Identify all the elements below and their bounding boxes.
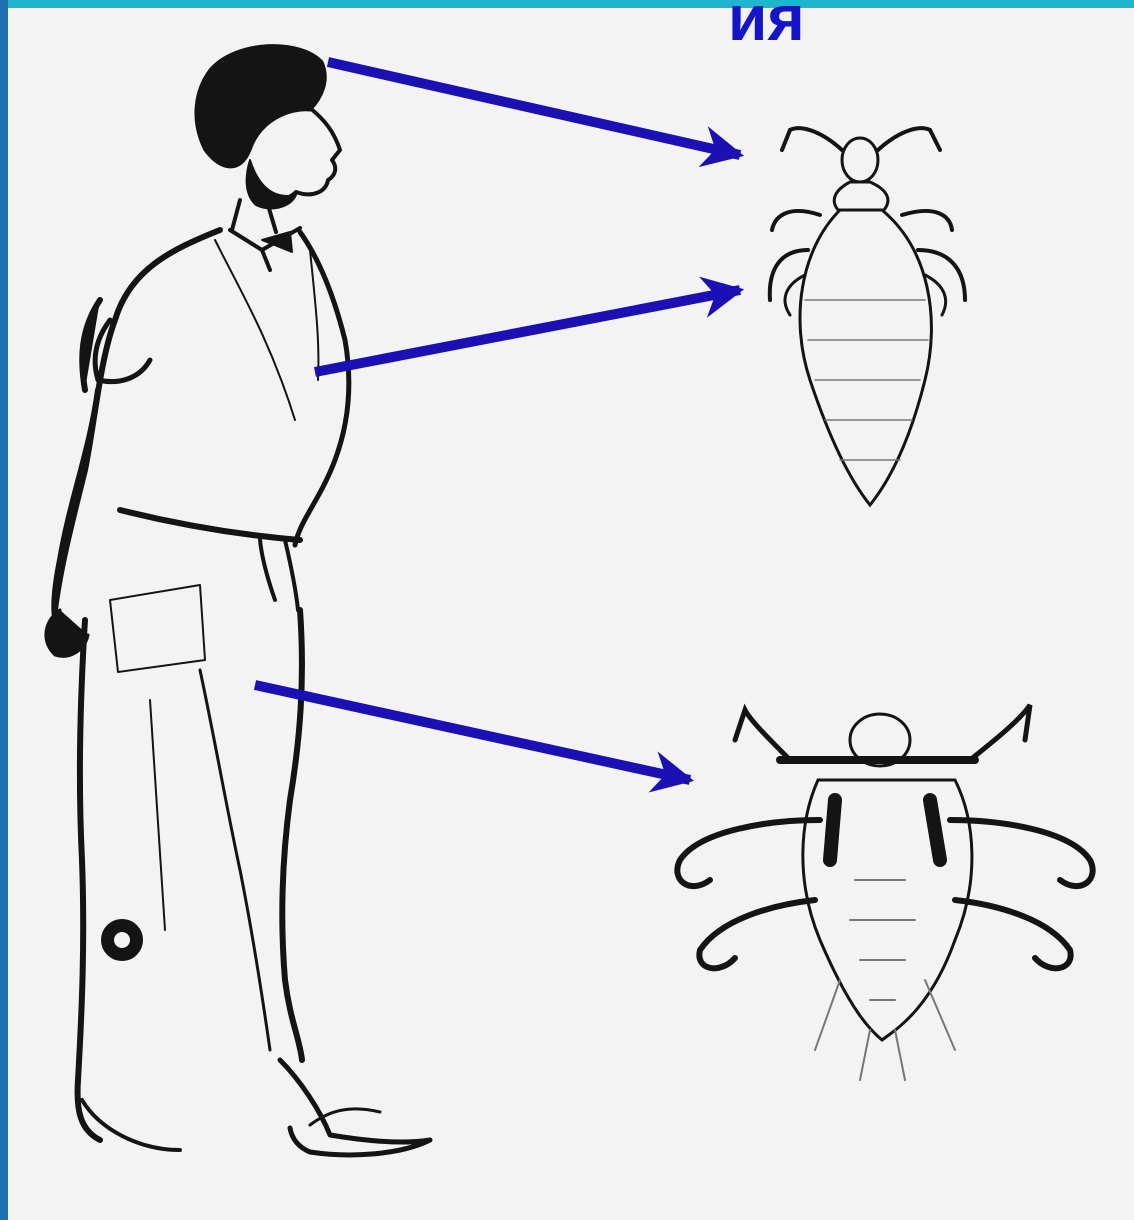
head-louse: [770, 128, 965, 505]
arrow-head-louse: [328, 62, 740, 155]
arrows: [255, 62, 740, 780]
arrow-pubic-louse: [255, 685, 690, 780]
man-figure: [46, 46, 430, 1155]
pubic-louse: [677, 705, 1092, 1080]
arrow-body-louse: [315, 290, 740, 372]
